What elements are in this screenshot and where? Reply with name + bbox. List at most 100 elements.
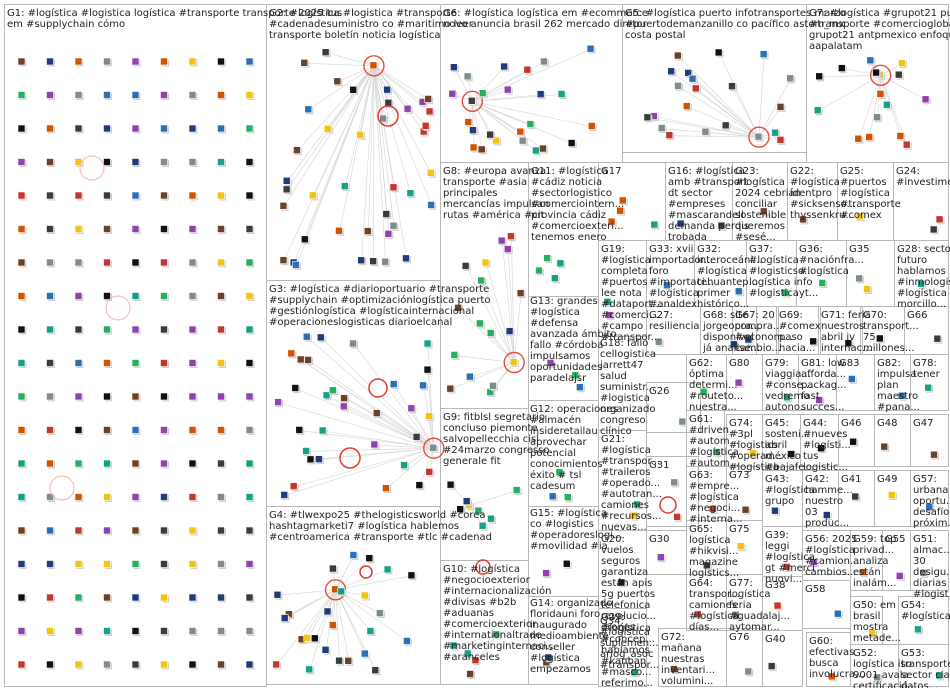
group-label-line: telefonica xyxy=(601,600,650,611)
group-label-g21: G21:#logística#transpor...#traileros#ope… xyxy=(601,434,662,533)
graph-node xyxy=(245,158,254,166)
group-label-line: suplemen... xyxy=(600,638,659,649)
group-label-line: cellogistica xyxy=(600,349,656,360)
group-label-line: leggi xyxy=(765,541,789,552)
group-label-line: analiza xyxy=(853,556,889,567)
group-label-line: nuestro xyxy=(805,496,843,507)
group-box-g60 xyxy=(806,632,851,687)
graph-node xyxy=(188,593,197,602)
hub-ring xyxy=(461,90,483,112)
graph-node xyxy=(925,502,934,511)
graph-node xyxy=(497,236,506,245)
graph-node xyxy=(217,526,225,535)
graph-node xyxy=(160,359,168,367)
graph-node xyxy=(131,57,140,66)
group-label-line: G40 xyxy=(765,634,785,645)
graph-edge xyxy=(880,75,927,101)
hub-ring xyxy=(748,126,770,148)
group-label-line: impulsa xyxy=(877,369,916,380)
graph-node xyxy=(650,220,659,229)
graph-node xyxy=(17,359,26,367)
self-loop xyxy=(475,559,491,575)
graph-edge xyxy=(427,343,435,449)
graph-edge xyxy=(284,447,434,496)
group-label-line: G47 xyxy=(913,418,933,429)
graph-node xyxy=(74,258,83,267)
group-box-g2 xyxy=(266,4,441,281)
graph-node xyxy=(421,122,430,130)
graph-edge xyxy=(373,65,432,174)
graph-node xyxy=(46,526,54,535)
group-label-line: 2024 cebrián xyxy=(735,187,801,199)
graph-edge xyxy=(472,101,524,142)
graph-node xyxy=(875,334,884,343)
graph-edge xyxy=(335,569,389,591)
graph-node xyxy=(304,105,313,114)
graph-node xyxy=(17,258,26,267)
group-label-line: #defensa xyxy=(530,318,578,329)
group-label-line: G20: xyxy=(601,534,625,545)
group-label-line: #concep... xyxy=(601,634,655,645)
graph-node xyxy=(888,491,896,499)
group-label-line: #logísti... xyxy=(803,439,851,451)
graph-node xyxy=(188,191,197,200)
group-label-line: #cádiz noticia xyxy=(531,176,602,188)
group-label-g48: G48 xyxy=(877,418,897,429)
graph-node xyxy=(188,91,197,99)
group-label-line: G44: xyxy=(803,418,827,429)
group-label-line: hashtagmarketi7 #logística hablemos xyxy=(269,520,459,532)
group-label-line: revolucio... xyxy=(601,611,656,622)
graph-node xyxy=(633,500,641,509)
group-label-line: G10: #logística xyxy=(443,563,520,575)
group-label-line: referimo... xyxy=(601,678,653,688)
graph-node xyxy=(74,593,83,602)
group-label-line: conseller xyxy=(530,642,576,653)
graph-node xyxy=(544,653,553,662)
group-label-line: packag... xyxy=(801,380,847,391)
group-label-line: #interna... xyxy=(689,514,743,525)
self-loop xyxy=(359,565,373,579)
graph-node xyxy=(921,95,930,104)
group-label-line: garantiza xyxy=(601,567,648,578)
graph-node xyxy=(217,124,225,133)
graph-node xyxy=(188,660,197,669)
graph-node xyxy=(587,122,596,130)
graph-node xyxy=(699,387,708,396)
group-label-g38: G38 xyxy=(765,580,785,591)
group-label-line: #nueves xyxy=(803,429,848,440)
group-label-line: #sesé... xyxy=(735,231,776,243)
graph-node xyxy=(464,118,473,126)
group-label-line: afforda... xyxy=(801,369,846,380)
graph-node xyxy=(103,526,111,535)
graph-node xyxy=(403,637,411,645)
graph-node xyxy=(17,493,26,501)
group-label-g46: G46 xyxy=(841,418,861,429)
graph-node xyxy=(131,459,140,468)
group-label-line: diarias xyxy=(913,578,946,589)
group-label-line: busca xyxy=(809,658,839,669)
graph-node xyxy=(74,627,83,635)
graph-node xyxy=(412,433,421,441)
group-label-line: #operacioneslogisticas diarioelcanal xyxy=(269,317,452,328)
graph-node xyxy=(217,258,225,267)
graph-edge xyxy=(360,65,375,136)
group-label-line: #guadalaj... xyxy=(729,611,790,622)
graph-node xyxy=(131,91,140,99)
group-label-line: #puertos xyxy=(840,177,887,188)
graph-node xyxy=(357,256,365,265)
graph-node xyxy=(456,505,464,513)
group-label-line: #logística xyxy=(530,306,580,318)
graph-edge xyxy=(337,65,375,83)
graph-node xyxy=(771,506,779,515)
graph-edge xyxy=(692,78,760,138)
graph-edge xyxy=(472,101,491,136)
graph-node xyxy=(896,132,905,140)
graph-node xyxy=(371,666,380,674)
graph-node xyxy=(450,351,459,359)
